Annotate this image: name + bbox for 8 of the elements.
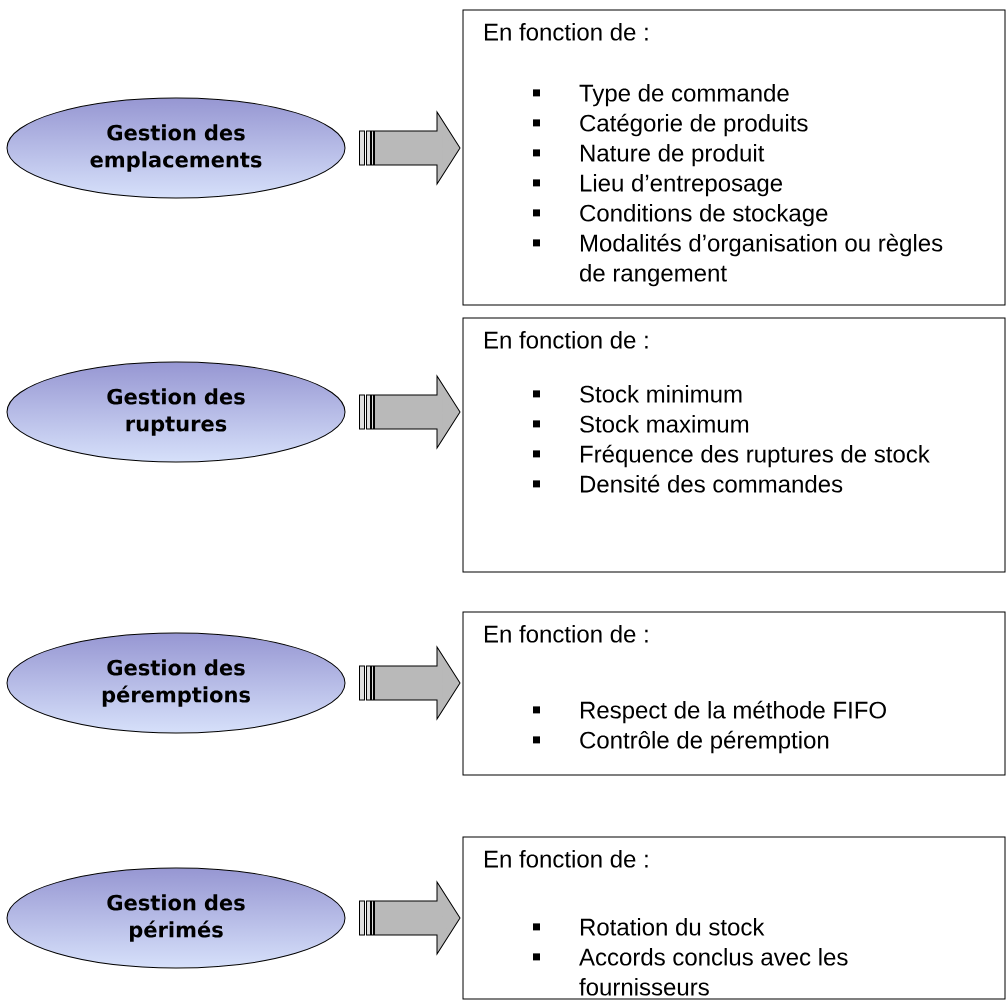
block-arrow (359, 646, 461, 720)
block-arrow (359, 111, 461, 185)
text-box: En fonction de : Type de commande Catégorie de produits Nature de produit Lieu d’entreposage Conditions de stockage Modalités d’organisation ou règles de rangement (462, 9, 1006, 306)
text-box: En fonction de : Stock minimum Stock maximum Fréquence des ruptures de stock Densité des commandes (462, 317, 1006, 573)
block-arrow (359, 375, 461, 449)
block-arrow (359, 881, 461, 955)
text-box: En fonction de : Respect de la méthode FIFO Contrôle de péremption (462, 611, 1006, 776)
text-box: En fonction de : Rotation du stock Accords conclus avec les fournisseurs (462, 836, 1006, 1000)
